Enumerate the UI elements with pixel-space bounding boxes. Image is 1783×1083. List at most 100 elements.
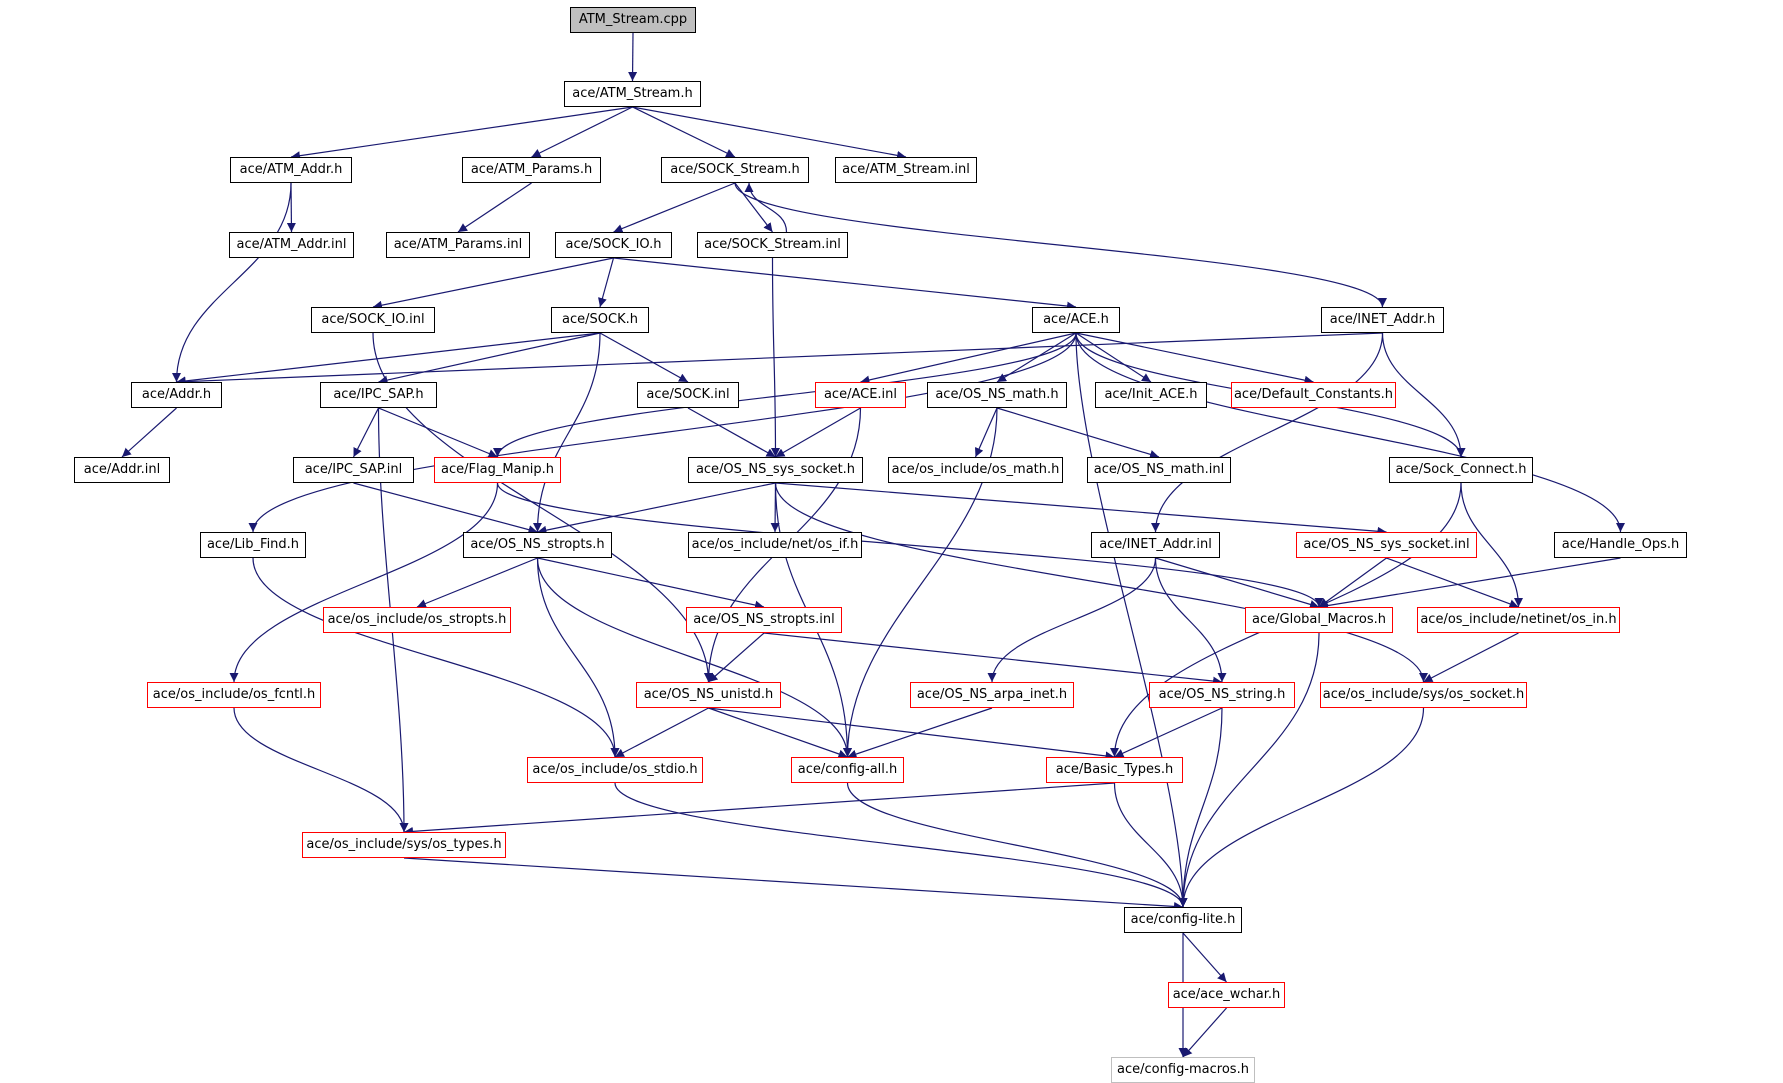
edge-ace_os_ns_sys_socket_inl-to-ace_os_include_netinet_os_in_h — [1386, 557, 1519, 609]
node-ace-default-constants-h[interactable]: ace/Default_Constants.h — [1231, 382, 1396, 408]
edge-ace_os_ns_sys_socket_h-to-ace_os_include_sys_os_socket_h — [774, 482, 1428, 683]
node-ace-ipc-sap-h[interactable]: ace/IPC_SAP.h — [320, 382, 437, 408]
edge-ace_os_include_sys_os_socket_h-to-ace_config_lite_h — [1178, 707, 1425, 908]
node-ace-os-include-netinet-os-in-h[interactable]: ace/os_include/netinet/os_in.h — [1417, 607, 1620, 633]
node-ace-os-ns-stropts-inl[interactable]: ace/OS_NS_stropts.inl — [686, 607, 842, 633]
node-ace-atm-stream-inl[interactable]: ace/ATM_Stream.inl — [835, 157, 977, 183]
edge-ace_sock_stream_h-to-ace_sock_stream_inl — [734, 182, 773, 233]
node-ace-ace-wchar-h[interactable]: ace/ace_wchar.h — [1168, 982, 1285, 1008]
node-ace-inet-addr-inl[interactable]: ace/INET_Addr.inl — [1091, 532, 1220, 558]
node-ace-addr-inl[interactable]: ace/Addr.inl — [74, 457, 170, 483]
node-ace-os-include-os-stropts-h[interactable]: ace/os_include/os_stropts.h — [323, 607, 511, 633]
edge-ace_os_ns_math_h-to-ace_os_include_os_math_h — [974, 407, 998, 458]
edge-ace_atm_stream_h-to-ace_atm_stream_inl — [632, 106, 907, 160]
node-ace-lib-find-h[interactable]: ace/Lib_Find.h — [200, 532, 306, 558]
edge-ace_addr_h-to-ace_addr_inl — [121, 407, 177, 458]
edge-ace_inet_addr_inl-to-ace_os_ns_arpa_inet_h — [987, 557, 1157, 683]
edge-ace_ace_h-to-ace_ace_inl — [860, 332, 1077, 385]
node-ace-basic-types-h[interactable]: ace/Basic_Types.h — [1046, 757, 1183, 783]
node-ace-handle-ops-h[interactable]: ace/Handle_Ops.h — [1554, 532, 1687, 558]
edge-ace_os_ns_string_h-to-ace_basic_types_h — [1114, 707, 1223, 758]
node-ace-ace-h[interactable]: ace/ACE.h — [1032, 307, 1120, 333]
edge-ace_os_include_sys_os_types_h-to-ace_config_lite_h — [403, 857, 1184, 911]
edge-ace_basic_types_h-to-ace_config_lite_h — [1113, 782, 1188, 908]
node-ace-atm-params-h[interactable]: ace/ATM_Params.h — [462, 157, 601, 183]
edge-ace_global_macros_h-to-ace_config_lite_h — [1178, 632, 1320, 908]
edge-ace_atm_stream_h-to-ace_atm_addr_h — [290, 106, 633, 161]
edge-ace_os_include_netinet_os_in_h-to-ace_os_include_sys_os_socket_h — [1423, 632, 1519, 683]
node-ace-ace-inl[interactable]: ace/ACE.inl — [815, 382, 906, 408]
node-ace-os-ns-string-h[interactable]: ace/OS_NS_string.h — [1149, 682, 1295, 708]
node-ace-os-include-os-math-h[interactable]: ace/os_include/os_math.h — [888, 457, 1063, 483]
edge-ace_atm_addr_h-to-ace_addr_h — [172, 182, 292, 383]
node-ace-os-include-sys-os-socket-h[interactable]: ace/os_include/sys/os_socket.h — [1320, 682, 1527, 708]
node-ace-atm-addr-inl[interactable]: ace/ATM_Addr.inl — [229, 232, 354, 258]
edge-ace_atm_params_h-to-ace_atm_params_inl — [457, 182, 532, 233]
edge-ace_os_ns_stropts_h-to-ace_config_all_h — [536, 557, 852, 758]
node-ace-atm-stream-h[interactable]: ace/ATM_Stream.h — [564, 81, 701, 107]
edge-ace_sock_io_h-to-ace_sock_io_inl — [372, 257, 614, 310]
edge-ace_atm_stream_h-to-ace_sock_stream_h — [632, 106, 736, 158]
node-ace-sock-connect-h[interactable]: ace/Sock_Connect.h — [1389, 457, 1533, 483]
node-ace-config-macros-h[interactable]: ace/config-macros.h — [1111, 1057, 1255, 1083]
edge-ace_ace_wchar_h-to-ace_config_macros_h — [1182, 1007, 1227, 1058]
edge-ace_os_ns_stropts_h-to-ace_os_include_os_stropts_h — [416, 557, 538, 608]
edge-ace_inet_addr_inl-to-ace_global_macros_h — [1155, 557, 1320, 609]
node-ace-global-macros-h[interactable]: ace/Global_Macros.h — [1245, 607, 1393, 633]
node-ace-sock-io-h[interactable]: ace/SOCK_IO.h — [555, 232, 672, 258]
edge-ace_sock_stream_h-to-ace_sock_io_h — [613, 182, 736, 233]
edge-ace_os_ns_sys_socket_h-to-ace_os_ns_stropts_h — [537, 482, 776, 535]
edge-ace_flag_manip_h-to-ace_os_include_os_fcntl_h — [229, 482, 499, 683]
edge-ace_lib_find_h-to-ace_os_include_os_stdio_h — [252, 557, 620, 758]
node-ace-flag-manip-h[interactable]: ace/Flag_Manip.h — [434, 457, 561, 483]
edge-ace_sock_stream_h-to-ace_inet_addr_h — [734, 182, 1387, 308]
node-ace-os-ns-math-inl[interactable]: ace/OS_NS_math.inl — [1087, 457, 1231, 483]
edge-ace_sock_h-to-ace_ipc_sap_h — [378, 332, 601, 385]
edge-ace_config_lite_h-to-ace_ace_wchar_h — [1182, 932, 1227, 983]
node-ace-os-ns-sys-socket-inl[interactable]: ace/OS_NS_sys_socket.inl — [1296, 532, 1477, 558]
edge-ace_os_ns_sys_socket_inl-to-ace_global_macros_h — [1318, 557, 1387, 608]
edge-ace_os_ns_arpa_inet_h-to-ace_config_all_h — [847, 707, 993, 759]
node-ace-os-ns-sys-socket-h[interactable]: ace/OS_NS_sys_socket.h — [688, 457, 863, 483]
node-ace-atm-addr-h[interactable]: ace/ATM_Addr.h — [230, 157, 352, 183]
node-ace-addr-h[interactable]: ace/Addr.h — [131, 382, 222, 408]
edge-ace_ace_h-to-ace_config_lite_h — [1075, 332, 1188, 908]
edge-ace_ipc_sap_h-to-ace_flag_manip_h — [378, 407, 498, 458]
node-ace-os-ns-stropts-h[interactable]: ace/OS_NS_stropts.h — [463, 532, 612, 558]
node-ace-sock-io-inl[interactable]: ace/SOCK_IO.inl — [311, 307, 435, 333]
node-ace-sock-stream-inl[interactable]: ace/SOCK_Stream.inl — [697, 232, 848, 258]
edge-ace_sock_stream_inl-to-ace_sock_stream_h — [744, 182, 788, 233]
edge-ace_sock_h-to-ace_addr_h — [176, 332, 601, 386]
node-ace-os-ns-arpa-inet-h[interactable]: ace/OS_NS_arpa_inet.h — [910, 682, 1074, 708]
edge-ace_os_ns_unistd_h-to-ace_os_include_os_stdio_h — [614, 707, 709, 758]
edge-ace_os_ns_stropts_inl-to-ace_os_ns_unistd_h — [708, 632, 765, 683]
node-ace-init-ace-h[interactable]: ace/Init_ACE.h — [1095, 382, 1207, 408]
node-ace-os-include-os-stdio-h[interactable]: ace/os_include/os_stdio.h — [527, 757, 703, 783]
edge-ace_handle_ops_h-to-ace_global_macros_h — [1318, 557, 1621, 610]
node-ace-ipc-sap-inl[interactable]: ace/IPC_SAP.inl — [293, 457, 414, 483]
edge-ace_sock_h-to-ace_sock_inl — [599, 332, 689, 383]
node-ace-os-ns-unistd-h[interactable]: ace/OS_NS_unistd.h — [636, 682, 781, 708]
edge-ace_inet_addr_h-to-ace_sock_connect_h — [1381, 332, 1466, 458]
node-ace-config-lite-h[interactable]: ace/config-lite.h — [1124, 907, 1242, 933]
node-ace-sock-h[interactable]: ace/SOCK.h — [551, 307, 649, 333]
node-ace-atm-params-inl[interactable]: ace/ATM_Params.inl — [386, 232, 530, 258]
node-ace-os-include-net-os-if-h[interactable]: ace/os_include/net/os_if.h — [688, 532, 862, 558]
edge-ace_os_include_os_stdio_h-to-ace_config_lite_h — [614, 782, 1188, 908]
node-ace-os-include-sys-os-types-h[interactable]: ace/os_include/sys/os_types.h — [302, 832, 506, 858]
node-ace-sock-inl[interactable]: ace/SOCK.inl — [637, 382, 739, 408]
edge-ace_os_ns_string_h-to-ace_config_lite_h — [1178, 707, 1223, 908]
node-ace-os-ns-math-h[interactable]: ace/OS_NS_math.h — [927, 382, 1067, 408]
node-ace-config-all-h[interactable]: ace/config-all.h — [791, 757, 904, 783]
edge-ace_sock_inl-to-ace_os_ns_sys_socket_h — [687, 407, 776, 458]
edge-ace_os_ns_stropts_inl-to-ace_os_ns_string_h — [763, 632, 1223, 686]
node-ace-sock-stream-h[interactable]: ace/SOCK_Stream.h — [661, 157, 809, 183]
edge-ace_basic_types_h-to-ace_os_include_sys_os_types_h — [403, 782, 1115, 836]
node-atm-stream-cpp[interactable]: ATM_Stream.cpp — [570, 7, 696, 33]
edge-ace_inet_addr_h-to-ace_addr_h — [176, 332, 1383, 387]
node-ace-os-include-os-fcntl-h[interactable]: ace/os_include/os_fcntl.h — [147, 682, 321, 708]
node-ace-inet-addr-h[interactable]: ace/INET_Addr.h — [1321, 307, 1444, 333]
edge-ace_atm_stream_h-to-ace_atm_params_h — [531, 106, 633, 158]
edge-ace_inet_addr_h-to-ace_inet_addr_inl — [1151, 332, 1384, 533]
